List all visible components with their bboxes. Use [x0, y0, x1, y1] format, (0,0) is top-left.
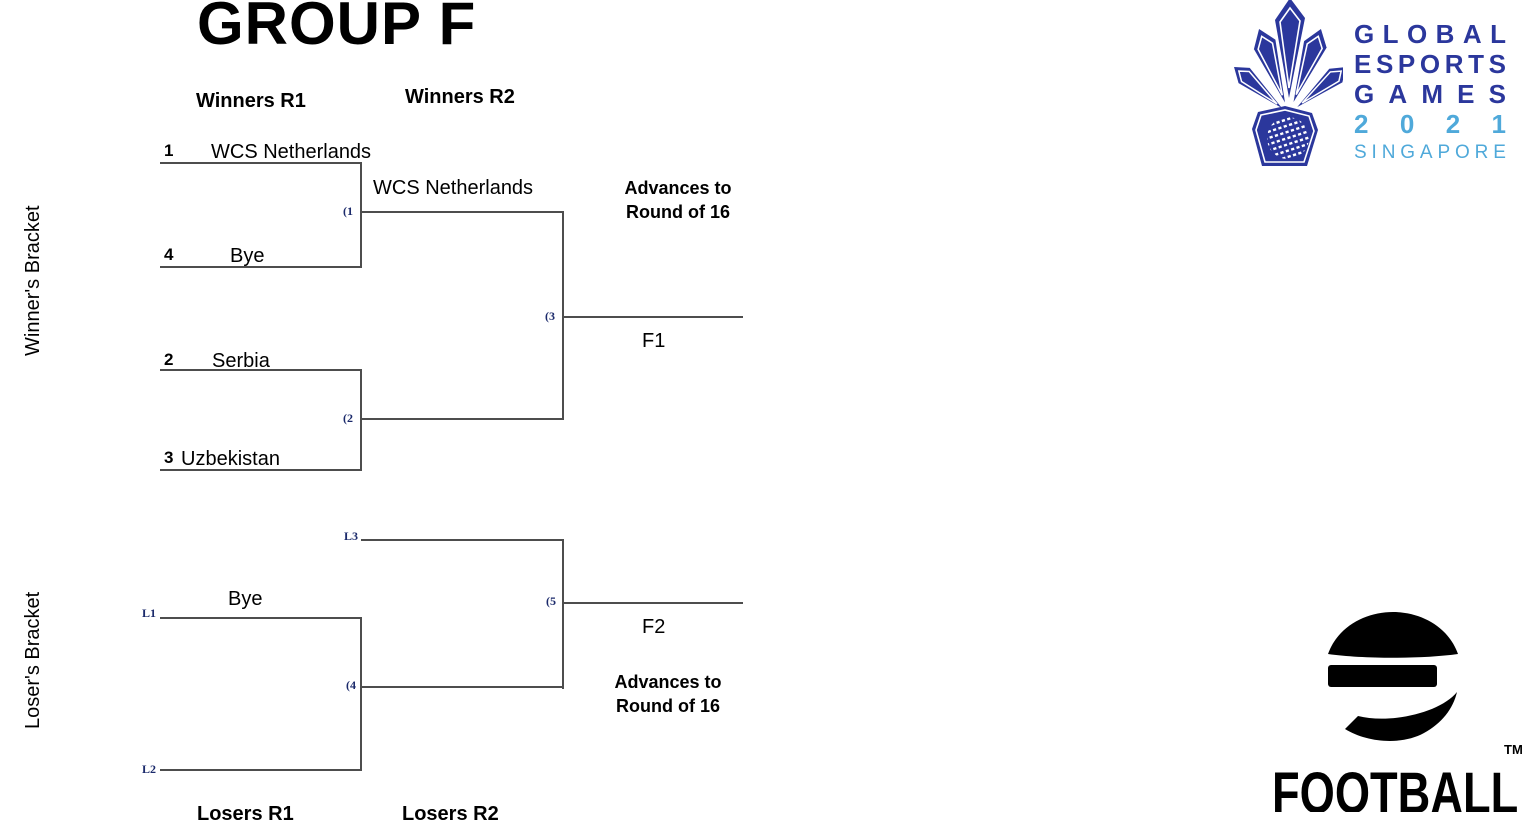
losers-advance-line2: Round of 16 — [616, 696, 720, 716]
match1-label: (1 — [343, 204, 353, 218]
bracket-line-match3-join — [562, 211, 564, 420]
team-bye-winners: Bye — [230, 245, 265, 267]
winners-advance-line2: Round of 16 — [626, 202, 730, 222]
bracket-line-f1-out — [562, 316, 743, 318]
winners-r1-header: Winners R1 — [196, 90, 306, 112]
bracket-line-match4-out — [360, 686, 564, 688]
loser-entry-l3: L3 — [344, 529, 359, 543]
winners-bracket-side-label: Winner's Bracket — [22, 205, 44, 357]
loser-entry-l2: L2 — [142, 762, 157, 776]
team-wcs-netherlands: WCS Netherlands — [211, 141, 372, 163]
bracket-line-match2-join — [360, 369, 362, 471]
bracket-line-f2-out — [562, 602, 743, 604]
team-bye-losers: Bye — [228, 588, 263, 610]
bracket-line-match2-out — [360, 418, 564, 420]
efootball-tm-mark: TM — [1504, 742, 1523, 757]
team-serbia: Serbia — [212, 350, 270, 372]
loser-entry-l1: L1 — [142, 606, 157, 620]
losers-r1-header: Losers R1 — [197, 803, 294, 825]
bracket-line-l2 — [160, 769, 361, 771]
bracket-line-match4-join — [360, 617, 362, 771]
bracket-line-l3 — [361, 539, 563, 541]
geg-crown-shield-globe-icon — [1234, 0, 1343, 166]
bracket-line-seed2 — [160, 369, 361, 371]
seed-number-1: 1 — [164, 141, 174, 160]
bracket-line-seed4 — [160, 266, 361, 268]
losers-advance-line1: Advances to — [614, 672, 722, 692]
winners-advance-note: Advances to Round of 16 — [603, 176, 753, 224]
bracket-line-match1-join — [360, 162, 362, 268]
winners-advance-line1: Advances to — [624, 178, 732, 198]
seed-number-3: 3 — [164, 448, 174, 467]
efootball-e-ball-icon — [1328, 612, 1458, 741]
match3-label: (3 — [545, 309, 555, 323]
bracket-line-l1 — [160, 617, 361, 619]
losers-advance-note: Advances to Round of 16 — [593, 670, 743, 718]
team-uzbekistan: Uzbekistan — [181, 448, 280, 470]
losers-final-slot-f2: F2 — [642, 616, 666, 638]
match5-label: (5 — [546, 594, 556, 608]
winners-final-slot-f1: F1 — [642, 330, 666, 352]
match4-label: (4 — [346, 678, 356, 692]
seed-number-4: 4 — [164, 245, 174, 264]
bracket-line-seed1 — [160, 162, 361, 164]
efootball-stencil-gap — [1266, 812, 1532, 816]
page-title: GROUP F — [197, 0, 477, 57]
losers-bracket-side-label: Loser's Bracket — [22, 591, 44, 729]
bracket-line-seed3 — [160, 469, 361, 471]
match1-winner-name: WCS Netherlands — [373, 177, 534, 199]
match2-label: (2 — [343, 411, 353, 425]
bracket-line-match1-out — [360, 211, 564, 213]
seed-number-2: 2 — [164, 350, 174, 369]
winners-r2-header: Winners R2 — [405, 86, 515, 108]
losers-r2-header: Losers R2 — [402, 803, 499, 825]
bracket-line-match5-join — [562, 539, 564, 689]
